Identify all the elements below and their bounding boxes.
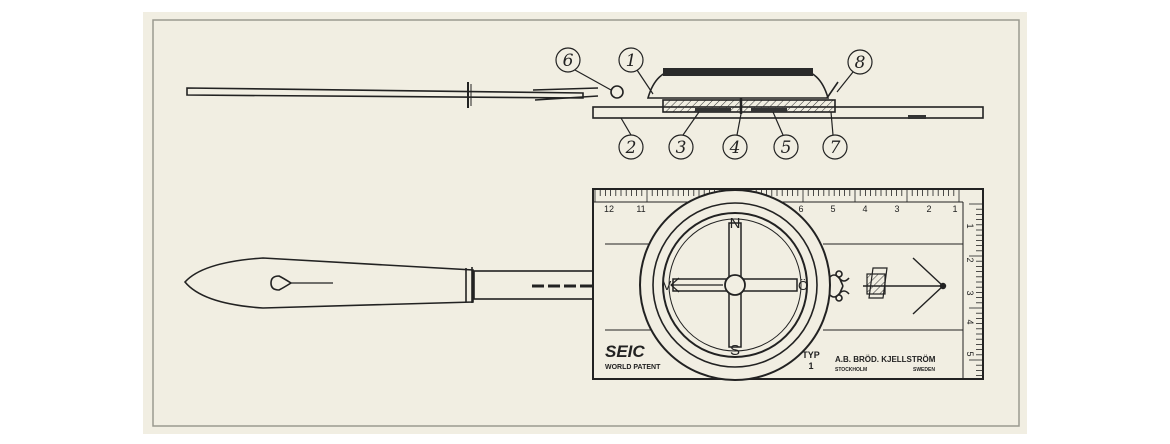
side-plate-foot [908, 115, 926, 119]
side-hinge-pin [610, 85, 624, 99]
callout-label: 3 [676, 138, 687, 158]
top-ruler-number-group: 12 11 6 5 4 3 2 1 [604, 204, 958, 214]
compass-pivot [724, 274, 746, 296]
callout-label: 2 [625, 138, 637, 158]
callout-4: 4 [722, 113, 748, 160]
side-hinge-arm [532, 87, 599, 101]
callout-7: 7 [822, 111, 848, 160]
side-needle-left [695, 108, 731, 112]
callout-6: 6 [555, 47, 612, 91]
ruler-number: 3 [894, 204, 899, 214]
ruler-number: 2 [926, 204, 931, 214]
ruler-number: 1 [965, 223, 975, 228]
compass-capsule-ring [668, 218, 802, 352]
plate-guide-lines [605, 243, 963, 331]
ruler-number: 4 [965, 319, 975, 324]
callout-label: 4 [729, 138, 741, 158]
magnifier-mark [866, 267, 888, 299]
callout-label: 8 [855, 53, 866, 73]
compass-capsule [662, 212, 808, 358]
callout-label: 6 [563, 51, 574, 71]
callout-8: 8 [836, 49, 873, 93]
side-view [186, 68, 984, 119]
ruler-number: 11 [636, 204, 645, 214]
ruler-number: 6 [798, 204, 803, 214]
callout-label: 1 [626, 51, 637, 71]
compass-bezel-inner [652, 202, 818, 368]
callout-2: 2 [618, 117, 644, 160]
ruler-number: 4 [862, 204, 867, 214]
side-latch [826, 81, 839, 99]
top-view [183, 188, 984, 381]
typ-label: TYP [802, 350, 820, 360]
ruler-number: 1 [952, 204, 957, 214]
compass-south: S [730, 342, 740, 359]
ruler-number: 5 [830, 204, 835, 214]
typ-value: 1 [808, 361, 813, 371]
sheet-frame [152, 19, 1020, 427]
callouts: 6 1 8 2 3 4 5 7 [555, 47, 873, 160]
compass-needle-head [670, 277, 680, 293]
compass-patent-drawing: 6 1 8 2 3 4 5 7 [152, 19, 1020, 427]
ruler-number: 12 [604, 204, 614, 214]
side-bezel-knurl [663, 68, 813, 76]
maker-name: A.B. BRÖD. KJELLSTRÖM [835, 355, 936, 364]
drawing-sheet: 6 1 8 2 3 4 5 7 [143, 12, 1027, 434]
side-needle-right [751, 108, 787, 112]
ruler-number: 5 [965, 351, 975, 356]
side-ruler-number-group: 1 2 3 4 5 [965, 223, 975, 356]
compass-north: N [730, 215, 741, 232]
callout-3: 3 [668, 111, 700, 160]
compass-east: Ö [798, 278, 808, 293]
callout-5: 5 [772, 111, 799, 160]
maker-city: STOCKHOLM [835, 367, 867, 373]
maker-country: SWEDEN [913, 367, 935, 373]
clip-mechanism [828, 270, 850, 302]
side-ruler-minor-ticks [969, 203, 983, 377]
side-handle-rod [186, 87, 584, 99]
callout-1: 1 [618, 47, 654, 95]
callout-label: 7 [830, 138, 841, 158]
brand-logo: SEIC [605, 342, 645, 361]
side-capsule-section [662, 99, 836, 113]
ruler-number: 2 [965, 257, 975, 262]
ruler-number: 3 [965, 290, 975, 295]
compass-west: V [663, 278, 672, 293]
callout-label: 5 [781, 138, 792, 158]
patent-text: WORLD PATENT [605, 364, 661, 371]
